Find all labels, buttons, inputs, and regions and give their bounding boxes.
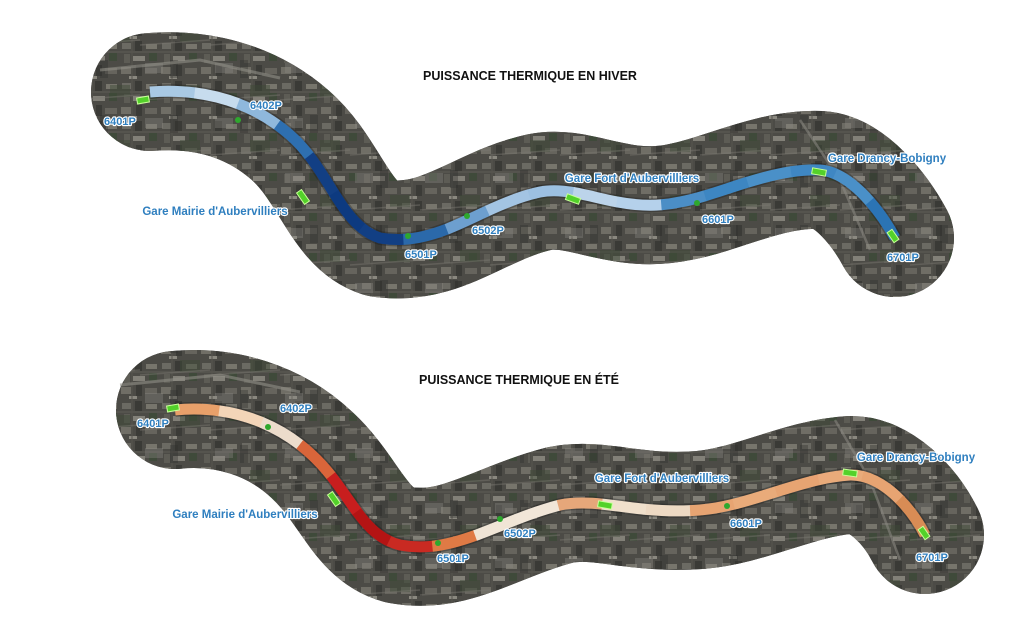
station-marker [597, 500, 613, 510]
station-marker [917, 525, 931, 541]
map-title-ete: PUISSANCE THERMIQUE EN ÉTÉ [419, 372, 619, 387]
station-label-mairie: Gare Mairie d'Aubervilliers [172, 509, 317, 521]
pipeline-segment [174, 403, 930, 553]
aerial-buffer-hiver [91, 32, 954, 299]
point-label-6501p: 6501P [437, 553, 469, 565]
point-label-6402p: 6402P [280, 403, 312, 415]
point-marker [265, 424, 271, 430]
station-marker [886, 228, 900, 244]
station-marker [811, 167, 827, 177]
point-label-6601p: 6601P [702, 214, 734, 226]
pipeline-segment [149, 85, 900, 245]
point-marker [694, 200, 700, 206]
point-marker [464, 213, 470, 219]
pipeline-segment [149, 85, 900, 245]
pipeline-segment [174, 403, 930, 553]
station-label-fort: Gare Fort d'Aubervilliers [595, 473, 729, 485]
pipeline-segment [174, 403, 930, 553]
point-marker [235, 117, 241, 123]
point-label-6501p: 6501P [405, 249, 437, 261]
station-marker [165, 403, 181, 413]
point-marker [435, 540, 441, 546]
pipeline-hiver [149, 84, 902, 247]
point-marker [497, 516, 503, 522]
point-label-6401p: 6401P [137, 418, 169, 430]
point-label-6701p: 6701P [916, 552, 948, 564]
point-label-6502p: 6502P [504, 528, 536, 540]
point-label-6401p: 6401P [104, 116, 136, 128]
station-label-drancy: Gare Drancy-Bobigny [857, 452, 976, 464]
pipeline-segment [149, 85, 900, 245]
station-marker [295, 188, 311, 206]
station-label-drancy: Gare Drancy-Bobigny [828, 153, 947, 165]
station-marker [326, 490, 342, 508]
map-title-hiver: PUISSANCE THERMIQUE EN HIVER [423, 69, 637, 83]
point-label-6601p: 6601P [730, 518, 762, 530]
point-marker [724, 503, 730, 509]
point-label-6502p: 6502P [472, 225, 504, 237]
point-label-6701p: 6701P [887, 252, 919, 264]
station-marker [135, 95, 151, 105]
station-marker [842, 468, 858, 478]
map-hiver: PUISSANCE THERMIQUE EN HIVER Gare Mairie… [91, 32, 954, 299]
map-ete: PUISSANCE THERMIQUE EN ÉTÉ Gare Mairie d… [116, 350, 984, 606]
point-marker [405, 233, 411, 239]
station-label-mairie: Gare Mairie d'Aubervilliers [142, 206, 287, 218]
point-label-6402p: 6402P [250, 100, 282, 112]
station-marker [564, 193, 582, 205]
pipeline-ete [174, 402, 932, 554]
station-label-fort: Gare Fort d'Aubervilliers [565, 173, 699, 185]
